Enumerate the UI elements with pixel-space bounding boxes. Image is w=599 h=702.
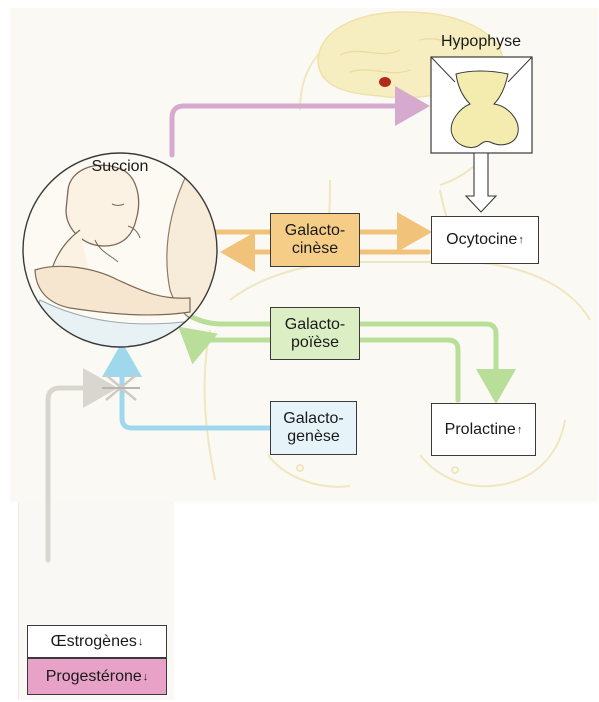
- ocytocine-increase-arrow: ↑: [518, 234, 524, 246]
- galactogenese-line1: Galacto-: [283, 410, 344, 427]
- galactopoiese-line2: poïèse: [290, 333, 340, 351]
- oestrogenes-box: Œstrogènes↓: [27, 625, 167, 658]
- galactogenese-line2: genèse: [287, 428, 340, 445]
- ocytocine-box: Ocytocine↑: [431, 216, 539, 264]
- hollow-arrow-down: [464, 152, 498, 213]
- prolactine-increase-arrow: ↑: [516, 423, 523, 436]
- purple-signal-path: [169, 86, 430, 158]
- ocytocine-label: Ocytocine: [446, 231, 518, 248]
- galactocinese-line1: Galacto-: [284, 222, 346, 239]
- blue-path-galactogenese: [102, 342, 273, 431]
- green-path-to-prolactine: [187, 313, 516, 404]
- prolactine-box: Prolactine↑: [431, 403, 536, 456]
- galactopoiese-box: Galacto- poïèse: [270, 307, 360, 360]
- pituitary-box: [430, 56, 533, 154]
- galactocinese-line2: cinèse: [291, 240, 339, 257]
- green-path-from-prolactine: [178, 326, 461, 403]
- succion-label-text: Succion: [91, 158, 149, 175]
- succion-label: Succion: [72, 158, 168, 176]
- galactopoiese-line1: Galacto-: [284, 315, 346, 333]
- oestrogenes-label: Œstrogènes: [50, 632, 137, 650]
- galactogenese-box: Galacto- genèse: [270, 401, 357, 455]
- galactocinese-box: Galacto- cinèse: [270, 213, 360, 267]
- grey-path-hormones: [45, 368, 118, 563]
- hypophyse-label: Hypophyse: [429, 33, 533, 51]
- progesterone-label: Progestérone: [45, 667, 142, 685]
- pituitary-gland-icon: [450, 70, 519, 148]
- inhibition-cross-icon: [102, 374, 140, 401]
- prolactine-label: Prolactine: [444, 420, 516, 438]
- breastfeeding-baby-icon: [22, 152, 218, 348]
- hypophyse-label-text: Hypophyse: [440, 33, 522, 50]
- progesterone-box: Progestérone↓: [27, 658, 167, 695]
- oestrogenes-decrease-arrow: ↓: [137, 635, 144, 648]
- progesterone-decrease-arrow: ↓: [142, 670, 149, 683]
